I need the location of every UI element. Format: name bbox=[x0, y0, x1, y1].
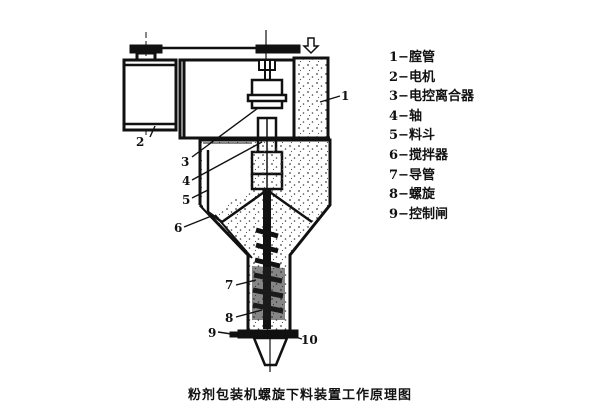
parts-legend: 1−腟管 2−电机 3−电控离合器 4−轴 5−料斗 6−搅拌器 7−导管 8−… bbox=[389, 48, 474, 224]
callout-4: 4 bbox=[182, 174, 190, 188]
callout-9: 9 bbox=[208, 326, 216, 340]
callout-2: 2 bbox=[136, 135, 144, 149]
screw-conveyor bbox=[252, 189, 285, 329]
legend-item: 6−搅拌器 bbox=[389, 147, 448, 163]
callout-7: 7 bbox=[225, 278, 233, 292]
legend-item: 7−导管 bbox=[389, 167, 435, 183]
legend-item: 3−电控离合器 bbox=[389, 89, 474, 105]
callout-6: 6 bbox=[174, 221, 182, 235]
callout-5: 5 bbox=[182, 193, 190, 207]
figure-caption: 粉剂包装机螺旋下料装置工作原理图 bbox=[187, 388, 412, 403]
callout-8: 8 bbox=[225, 311, 233, 325]
legend-item: 5−料斗 bbox=[389, 128, 435, 144]
legend-item: 4−轴 bbox=[389, 108, 422, 124]
leader-lines bbox=[149, 95, 341, 340]
feed-tube bbox=[292, 37, 330, 140]
callout-3: 3 bbox=[181, 155, 189, 169]
callout-10: 10 bbox=[301, 333, 318, 347]
legend-item: 9−控制闸 bbox=[389, 206, 448, 222]
control-gate bbox=[229, 329, 299, 372]
callout-1: 1 bbox=[341, 89, 349, 103]
legend-item: 2−电机 bbox=[389, 69, 435, 85]
motor bbox=[122, 58, 178, 132]
legend-item: 1−腟管 bbox=[389, 50, 435, 65]
agitator bbox=[206, 150, 313, 259]
legend-item: 8−螺旋 bbox=[389, 187, 435, 203]
shaft-pulley bbox=[255, 44, 301, 54]
